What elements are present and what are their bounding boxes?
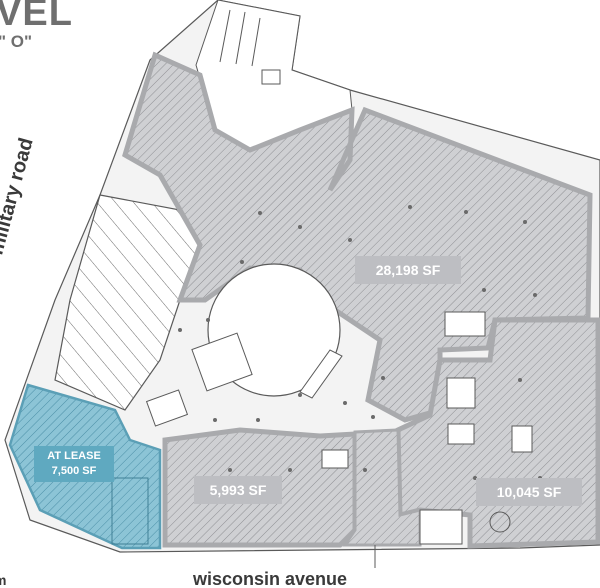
wisconsin-avenue-label: wisconsin avenue xyxy=(193,569,348,588)
lease-label[interactable]: AT LEASE 7,500 SF xyxy=(34,446,114,482)
space-10045-label[interactable]: 10,045 SF xyxy=(476,478,582,506)
space-28198-label[interactable]: 28,198 SF xyxy=(355,256,461,284)
level-subtitle-fragment: " O" xyxy=(0,32,33,51)
lease-label-line2: 7,500 SF xyxy=(51,465,97,477)
road-label-fragment: m xyxy=(0,572,7,588)
lease-label-line1: AT LEASE xyxy=(47,450,101,462)
space-5993-label[interactable]: 5,993 SF xyxy=(194,476,282,504)
level-title-fragment: VEL xyxy=(0,0,73,34)
